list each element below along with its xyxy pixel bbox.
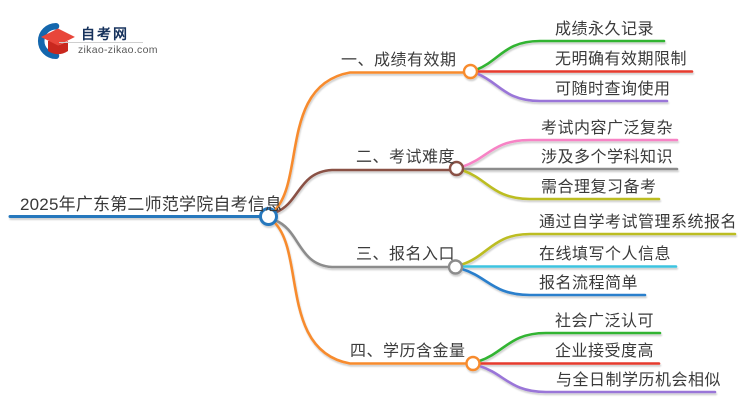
leaf-label: 与全日制学历机会相似 — [556, 372, 722, 389]
leaf-label: 无明确有效期限制 — [555, 51, 688, 68]
branch-4-node-circle — [465, 355, 481, 372]
root-node-circle — [259, 207, 278, 226]
leaf-connector — [460, 232, 737, 266]
logo-divider — [59, 42, 143, 43]
leaf-connector — [460, 267, 647, 297]
leaf-connector — [478, 364, 717, 394]
site-logo: 自考网 zikao-zikao.com — [31, 20, 161, 62]
logo-domain: zikao-zikao.com — [78, 44, 158, 56]
leaf-label: 需合理复习备考 — [541, 179, 657, 196]
leaf-label: 涉及多个学科知识 — [541, 149, 674, 166]
logo-title: 自考网 — [81, 26, 129, 42]
leaf-label: 通过自学考试管理系统报名 — [539, 214, 738, 231]
leaf-label: 报名流程简单 — [539, 275, 639, 292]
branch-3-connector — [274, 219, 451, 269]
leaf-label: 社会广泛认可 — [555, 313, 655, 330]
branch-1-label: 一、成绩有效期 — [341, 52, 457, 69]
leaf-connector — [461, 169, 661, 201]
leaf-label: 可随时查询使用 — [555, 81, 671, 98]
branch-3-label: 三、报名入口 — [356, 246, 456, 263]
branch-3-node-circle — [447, 259, 464, 275]
branch-1-connector — [273, 71, 466, 212]
graduation-cap-icon — [38, 22, 75, 60]
leaf-label: 在线填写个人信息 — [539, 246, 672, 263]
branch-1-node-circle — [462, 63, 479, 80]
root-node-label: 2025年广东第二师范学院自考信息 — [20, 195, 283, 214]
leaf-label: 成绩永久记录 — [555, 21, 655, 38]
leaf-connector — [478, 331, 662, 363]
leaf-connector — [475, 39, 666, 71]
leaf-label: 企业接受度高 — [555, 343, 655, 360]
branch-2-connector — [274, 168, 452, 214]
leaf-connector — [461, 138, 679, 168]
branch-4-connector — [273, 221, 468, 365]
branch-2-node-circle — [448, 160, 465, 177]
branch-2-label: 二、考试难度 — [356, 149, 456, 166]
leaf-connector — [475, 72, 669, 103]
leaf-label: 考试内容广泛复杂 — [541, 120, 674, 137]
branch-4-label: 四、学历含金量 — [350, 343, 466, 360]
